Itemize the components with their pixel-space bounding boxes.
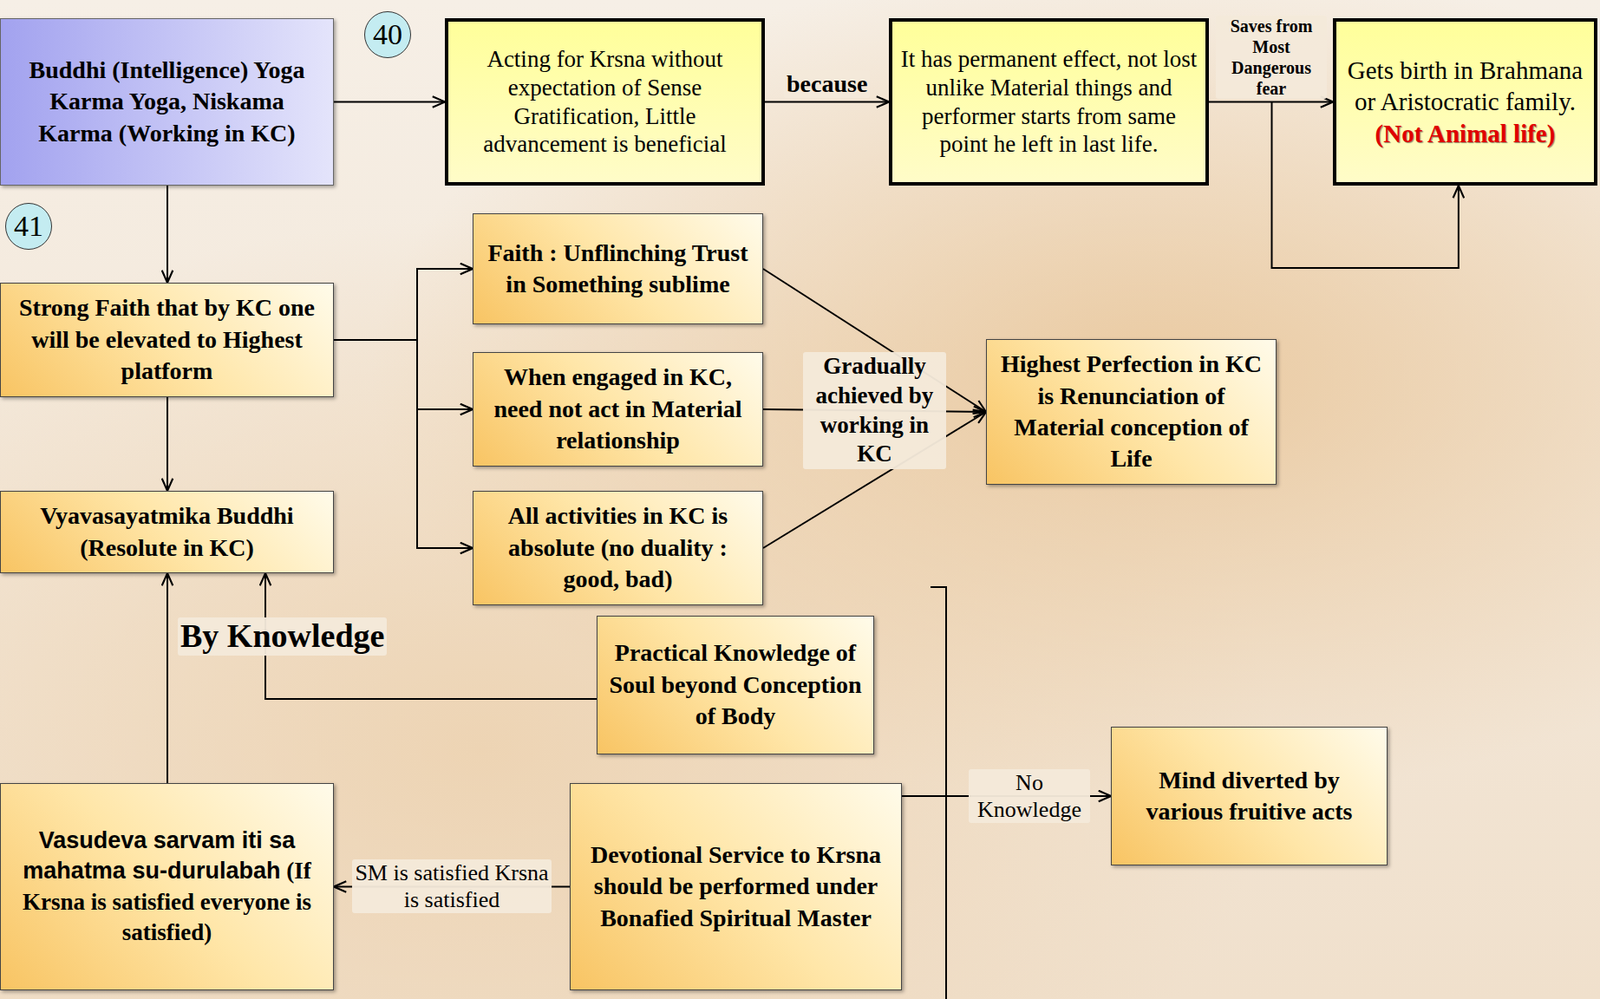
process-box: Devotional Service to Krsna should be pe… — [569, 783, 902, 991]
text-block: Devotional Service to Krsna should be pe… — [581, 839, 891, 934]
process-box: Mind diverted by various fruitive acts — [1110, 726, 1388, 866]
box-text: Buddhi (Intelligence) Yoga Karma Yoga, N… — [11, 54, 323, 150]
bracket — [930, 587, 947, 999]
text-block: Gets birth in Brahmana or Aristocratic f… — [1343, 54, 1587, 150]
text-block: Buddhi (Intelligence) Yoga Karma Yoga, N… — [11, 54, 323, 150]
edge-label: No Knowledge — [968, 769, 1091, 823]
box-text: Mind diverted by various fruitive acts — [1122, 764, 1377, 829]
text-block: Acting for Krsna without expectation of … — [455, 45, 755, 160]
box-text: Gets birth in Brahmana or Aristocratic f… — [1343, 54, 1587, 118]
box-text: Vyavasayatmika Buddhi (Resolute in KC) — [11, 500, 323, 564]
process-box: Practical Knowledge of Soul beyond Conce… — [596, 615, 875, 755]
box-subtext: (Not Animal life) — [1343, 117, 1587, 150]
edge-label: because — [783, 70, 870, 98]
text-block: It has permanent effect, not lost unlike… — [899, 45, 1199, 160]
text-block: Strong Faith that by KC one will be elev… — [11, 292, 323, 387]
connector — [166, 573, 169, 784]
text-block: Practical Knowledge of Soul beyond Conce… — [607, 637, 863, 732]
text-block: Mind diverted by various fruitive acts — [1122, 764, 1377, 829]
box-text: Practical Knowledge of Soul beyond Conce… — [607, 637, 863, 732]
connector — [333, 339, 473, 549]
process-box: Highest Perfection in KC is Renunciation… — [986, 339, 1277, 485]
box-text: Highest Perfection in KC is Renunciation… — [997, 348, 1266, 476]
process-box: When engaged in KC, need not act in Mate… — [472, 352, 764, 467]
text-block: All activities in KC is absolute (no dua… — [483, 500, 752, 595]
edge-label: Gradually achieved by working in KC — [803, 352, 947, 470]
process-box: Strong Faith that by KC one will be elev… — [0, 282, 334, 398]
box-text: All activities in KC is absolute (no dua… — [483, 500, 752, 595]
box-text: Strong Faith that by KC one will be elev… — [11, 292, 323, 387]
box-text: Faith : Unflinching Trust in Something s… — [483, 237, 752, 301]
box-text: Devotional Service to Krsna should be pe… — [581, 839, 891, 934]
box-text: When engaged in KC, need not act in Mate… — [483, 361, 752, 457]
box-text: Acting for Krsna without expectation of … — [455, 45, 755, 160]
box-text: Vasudeva sarvam iti sa mahatma su-durula… — [22, 827, 295, 884]
callout-number: 41 — [5, 202, 53, 250]
connector — [166, 397, 169, 491]
connector — [764, 101, 889, 104]
process-box: It has permanent effect, not lost unlike… — [888, 18, 1209, 186]
process-box: Buddhi (Intelligence) Yoga Karma Yoga, N… — [0, 18, 334, 186]
process-box: Acting for Krsna without expectation of … — [444, 18, 765, 186]
text-block: Faith : Unflinching Trust in Something s… — [483, 237, 752, 301]
edge-label: Saves from Most Dangerous fear — [1215, 15, 1327, 99]
box-text: It has permanent effect, not lost unlike… — [899, 45, 1199, 160]
connector — [333, 268, 473, 340]
text-block: Highest Perfection in KC is Renunciation… — [997, 348, 1266, 476]
process-box: Vasudeva sarvam iti sa mahatma su-durula… — [0, 783, 334, 991]
connector — [333, 101, 445, 104]
connector — [333, 339, 473, 410]
process-box: Gets birth in Brahmana or Aristocratic f… — [1332, 18, 1598, 186]
connector — [166, 185, 169, 283]
process-box: Vyavasayatmika Buddhi (Resolute in KC) — [0, 490, 334, 574]
process-box: All activities in KC is absolute (no dua… — [472, 490, 764, 606]
text-block: Vasudeva sarvam iti sa mahatma su-durula… — [11, 825, 323, 947]
text-block: When engaged in KC, need not act in Mate… — [483, 361, 752, 457]
edge-label: By Knowledge — [177, 617, 387, 656]
text-block: Vyavasayatmika Buddhi (Resolute in KC) — [11, 500, 323, 564]
callout-number: 40 — [364, 11, 412, 59]
edge-label: SM is satisfied Krsna is satisfied — [352, 859, 552, 914]
process-box: Faith : Unflinching Trust in Something s… — [472, 213, 764, 325]
